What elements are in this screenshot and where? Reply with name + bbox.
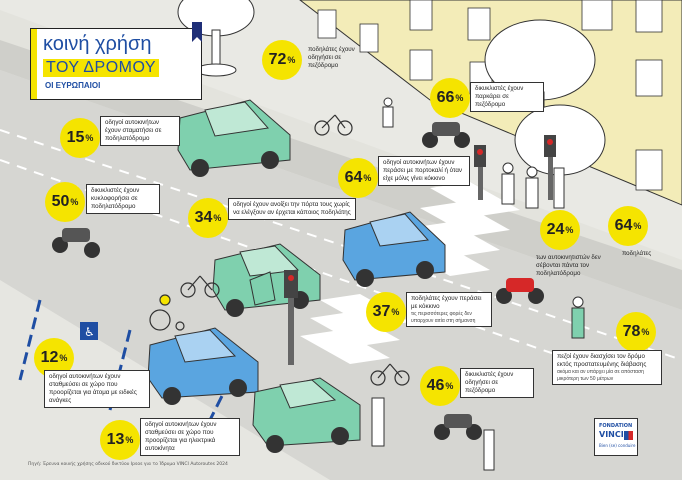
stat-label: ποδηλάτες (622, 250, 652, 257)
accessibility-sign-icon (80, 322, 98, 340)
stat-value: 13 (106, 431, 125, 448)
motorbike-icon (52, 228, 100, 258)
stat-label: ποδηλάτες έχουν περάσει με κόκκινο τις π… (406, 292, 492, 328)
ev-charger-icon (371, 397, 495, 471)
title-line-2: ΤΟΥ ΔΡΟΜΟΥ (43, 59, 160, 77)
stat-circle: 15% (60, 118, 100, 158)
tree-icon (514, 104, 606, 209)
stat-unit: % (445, 381, 454, 391)
stat-circle: 37% (366, 292, 406, 332)
stat-circle: 78% (616, 312, 656, 352)
source-note: Πηγή: Έρευνα κοινής χρήσης οδικού δικτύο… (28, 462, 228, 467)
stat-circle: 46% (420, 366, 460, 406)
stat-unit: % (85, 133, 94, 143)
motorbike-icon (422, 122, 470, 148)
stat-circle: 64% (338, 158, 378, 198)
stat-circle: 64% (608, 206, 648, 246)
stat-label: οδηγοί αυτοκινήτων έχουν σταθμεύσει σε χ… (140, 418, 240, 457)
stat-unit: % (565, 225, 574, 235)
logo-line-1: FONDATION (599, 423, 633, 429)
title-block: κοινή χρήση ΤΟΥ ΔΡΟΜΟΥ ΟΙ ΕΥΡΩΠΑΙΟΙ (30, 28, 202, 100)
stat-unit: % (287, 55, 296, 65)
stat-circle: 72% (262, 40, 302, 80)
stat-value: 46 (426, 377, 445, 394)
bicycle-icon (314, 114, 353, 136)
stat-unit: % (70, 197, 79, 207)
lane-markings (0, 129, 682, 371)
logo-line-3: Bien (se) conduire (599, 443, 636, 448)
stat-value: 72 (268, 51, 287, 68)
stat-text: πεζοί έχουν διασχίσει τον δρόμο εκτός πρ… (557, 353, 647, 369)
stat-subtext: ακόμα και αν υπάρχει μία σε απόσταση μικ… (557, 369, 644, 382)
stat-unit: % (633, 221, 642, 231)
stat-unit: % (363, 173, 372, 183)
pedestrian-icon (382, 97, 394, 128)
pedestrian-icon (571, 296, 585, 339)
stat-value: 66 (436, 89, 455, 106)
stat-value: 64 (614, 217, 633, 234)
stat-text: ποδηλάτες έχουν περάσει με κόκκινο (411, 295, 482, 311)
wheelchair-icon (149, 294, 185, 331)
stat-unit: % (641, 327, 650, 337)
logo-mark-icon (624, 431, 633, 440)
stat-circle: 50% (45, 182, 85, 222)
car-icon (177, 99, 291, 177)
traffic-light-icon (474, 145, 486, 200)
bicycle-icon (180, 275, 220, 298)
car-icon (342, 211, 446, 287)
motorbike-icon (496, 278, 544, 304)
stat-value: 50 (51, 193, 70, 210)
stat-unit: % (391, 307, 400, 317)
stat-label: οδηγοί έχουν ανοίξει την πόρτα τους χωρί… (228, 198, 356, 221)
stat-value: 64 (344, 169, 363, 186)
stat-value: 24 (546, 221, 565, 238)
stat-value: 37 (372, 303, 391, 320)
bookmark-icon (192, 22, 202, 42)
stat-label: δικυκλιστές έχουν οδηγήσει σε πεζόδρομο (460, 368, 534, 399)
stat-label: οδηγοί αυτοκινήτων έχουν σταματήσει σε π… (100, 116, 180, 147)
pedestrian-icon (525, 166, 539, 209)
stat-value: 34 (194, 209, 213, 226)
stat-value: 15 (66, 129, 85, 146)
title-line-1: κοινή χρήση (43, 33, 152, 55)
motorbike-icon (434, 414, 482, 440)
bicycle-icon (370, 363, 410, 386)
stat-value: 12 (40, 349, 59, 366)
stat-label: οδηγοί αυτοκινήτων έχουν σταθμεύσει σε χ… (44, 370, 150, 409)
title-accent-bar (31, 29, 37, 99)
car-icon (147, 327, 259, 405)
stat-label: πεζοί έχουν διασχίσει τον δρόμο εκτός πρ… (552, 350, 662, 386)
stat-circle: 66% (430, 78, 470, 118)
svg-text:♿: ♿ (84, 325, 95, 339)
stat-label: δικυκλιστές έχουν παρκάρει σε πεζόδρομο (470, 82, 544, 113)
stat-circle: 13% (100, 420, 140, 460)
stat-circle: 34% (188, 198, 228, 238)
stat-unit: % (125, 435, 134, 445)
pedestrian-icon (501, 162, 515, 205)
stat-value: 78 (622, 323, 641, 340)
stat-unit: % (213, 213, 222, 223)
stat-circle: 24% (540, 210, 580, 250)
traffic-light-icon (544, 135, 556, 200)
stat-label: ποδηλάτες έχουν οδηγήσει σε πεζόδρομο (308, 46, 355, 70)
fondation-vinci-logo: FONDATION VINCI Bien (se) conduire (594, 418, 638, 456)
stat-label: δικυκλιστές έχουν κυκλοφορήσει σε ποδηλα… (86, 184, 160, 215)
stat-subtext: τις περισσότερες φορές δεν υπαρχουν αιτί… (411, 311, 476, 324)
stat-label: των αυτοκινητιστών δεν σέβονται πάντα το… (536, 254, 601, 278)
car-icon (252, 377, 361, 453)
stat-unit: % (59, 353, 68, 363)
traffic-light-icon (284, 270, 298, 365)
title-line-3: ΟΙ ΕΥΡΩΠΑΙΟΙ (45, 81, 101, 90)
stat-label: οδηγοί αυτοκινήτων έχουν περάσει με πορτ… (378, 156, 470, 187)
logo-line-2: VINCI (599, 430, 624, 439)
stat-unit: % (455, 93, 464, 103)
